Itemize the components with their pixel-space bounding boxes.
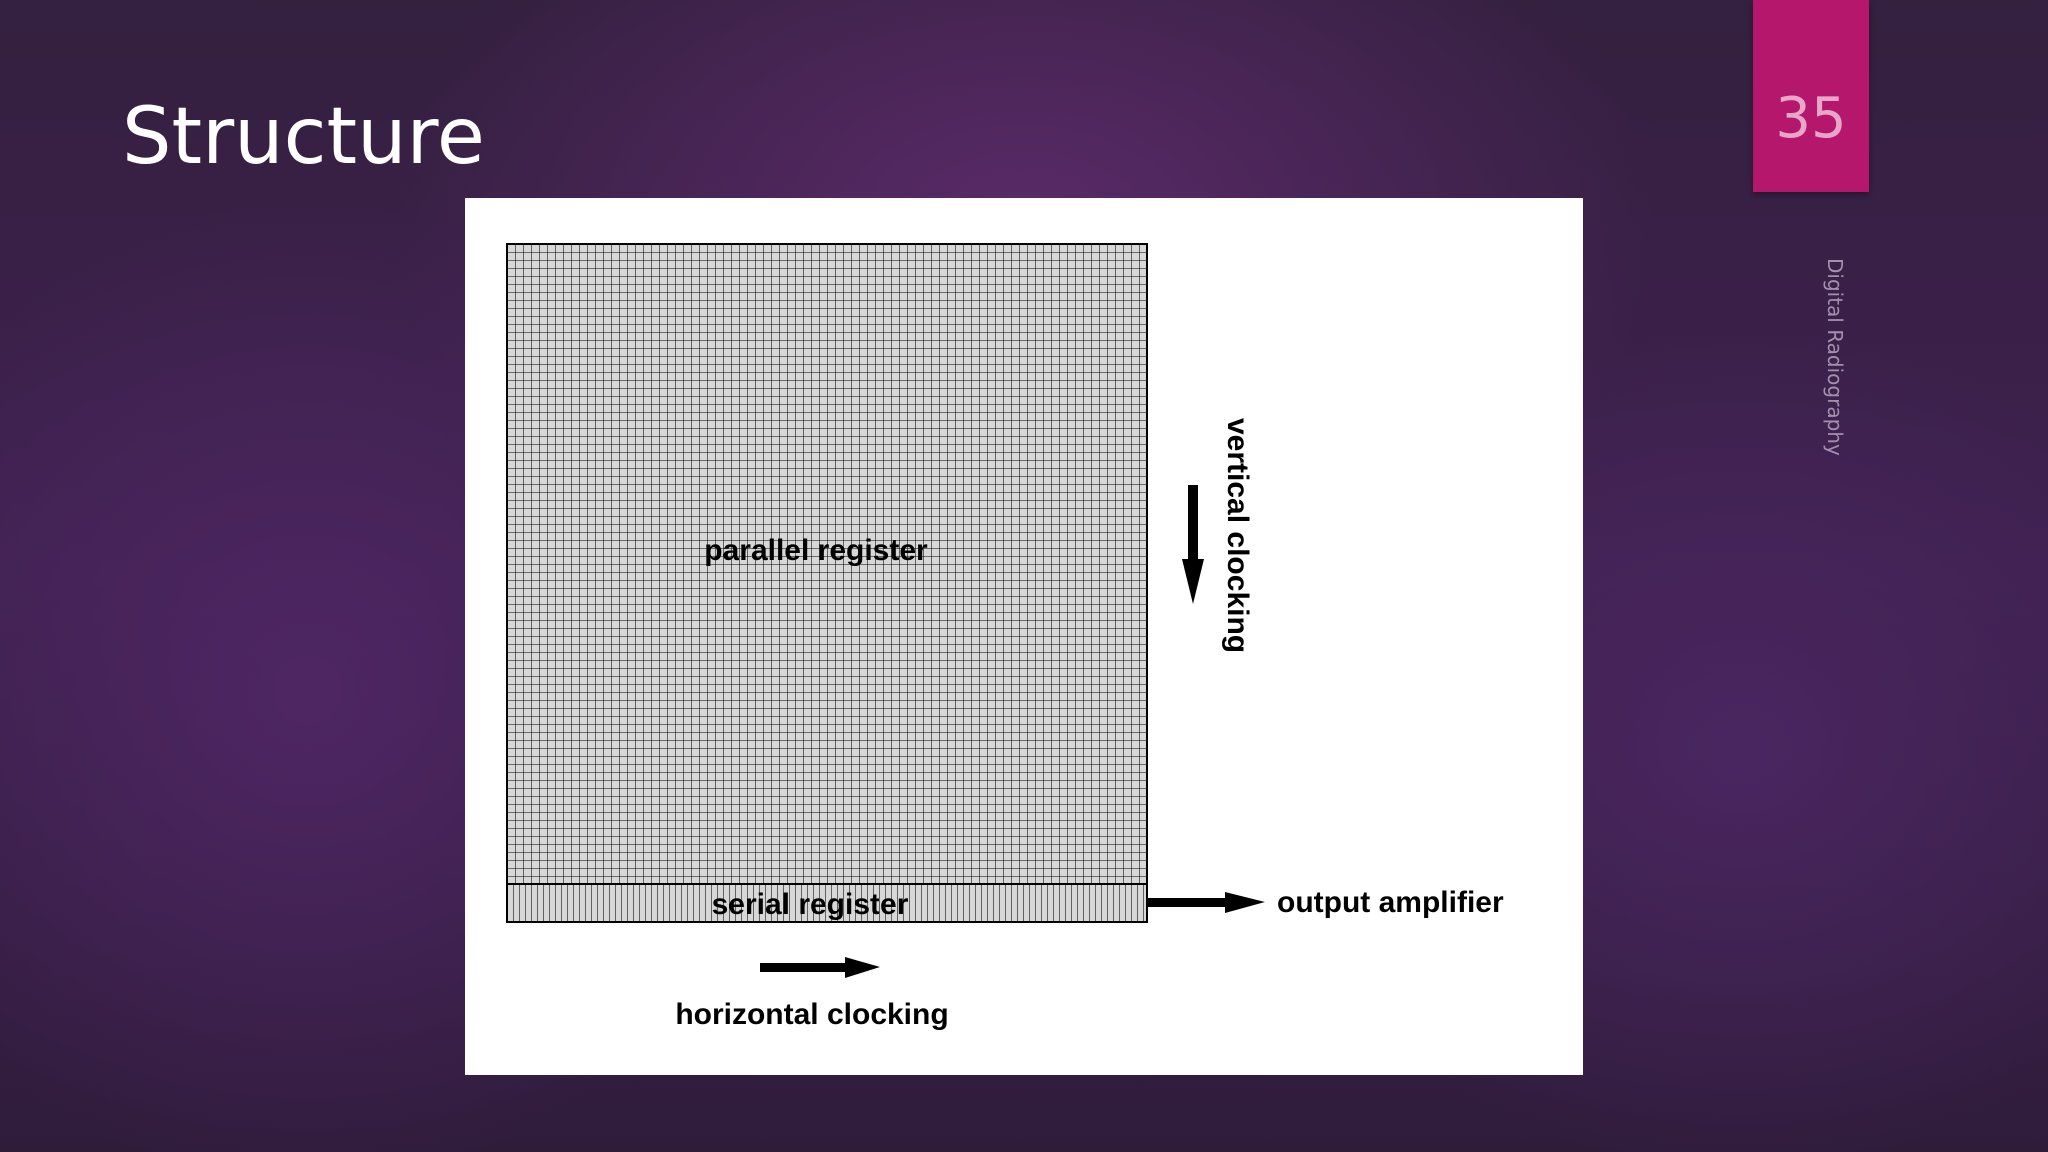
serial-register-label: serial register [712, 888, 909, 921]
vertical-clocking-arrow [1182, 485, 1204, 604]
serial-register-area [506, 883, 1148, 923]
ccd-diagram: parallel register serial register vertic… [465, 198, 1583, 1075]
output-arrow [1147, 892, 1265, 913]
horizontal-clocking-arrow [760, 957, 880, 978]
output-amplifier-label: output amplifier [1277, 886, 1504, 919]
ccd-diagram-svg: parallel register serial register vertic… [506, 243, 1504, 1031]
parallel-register-label: parallel register [704, 534, 928, 567]
page-number-tab: 35 [1753, 0, 1869, 192]
slide-title: Structure [122, 92, 485, 182]
vertical-clocking-label: vertical clocking [1221, 418, 1254, 653]
horizontal-clocking-label: horizontal clocking [675, 998, 948, 1031]
page-number: 35 [1775, 86, 1847, 151]
side-caption: Digital Radiography [1823, 258, 1847, 456]
parallel-register-area [506, 243, 1148, 885]
